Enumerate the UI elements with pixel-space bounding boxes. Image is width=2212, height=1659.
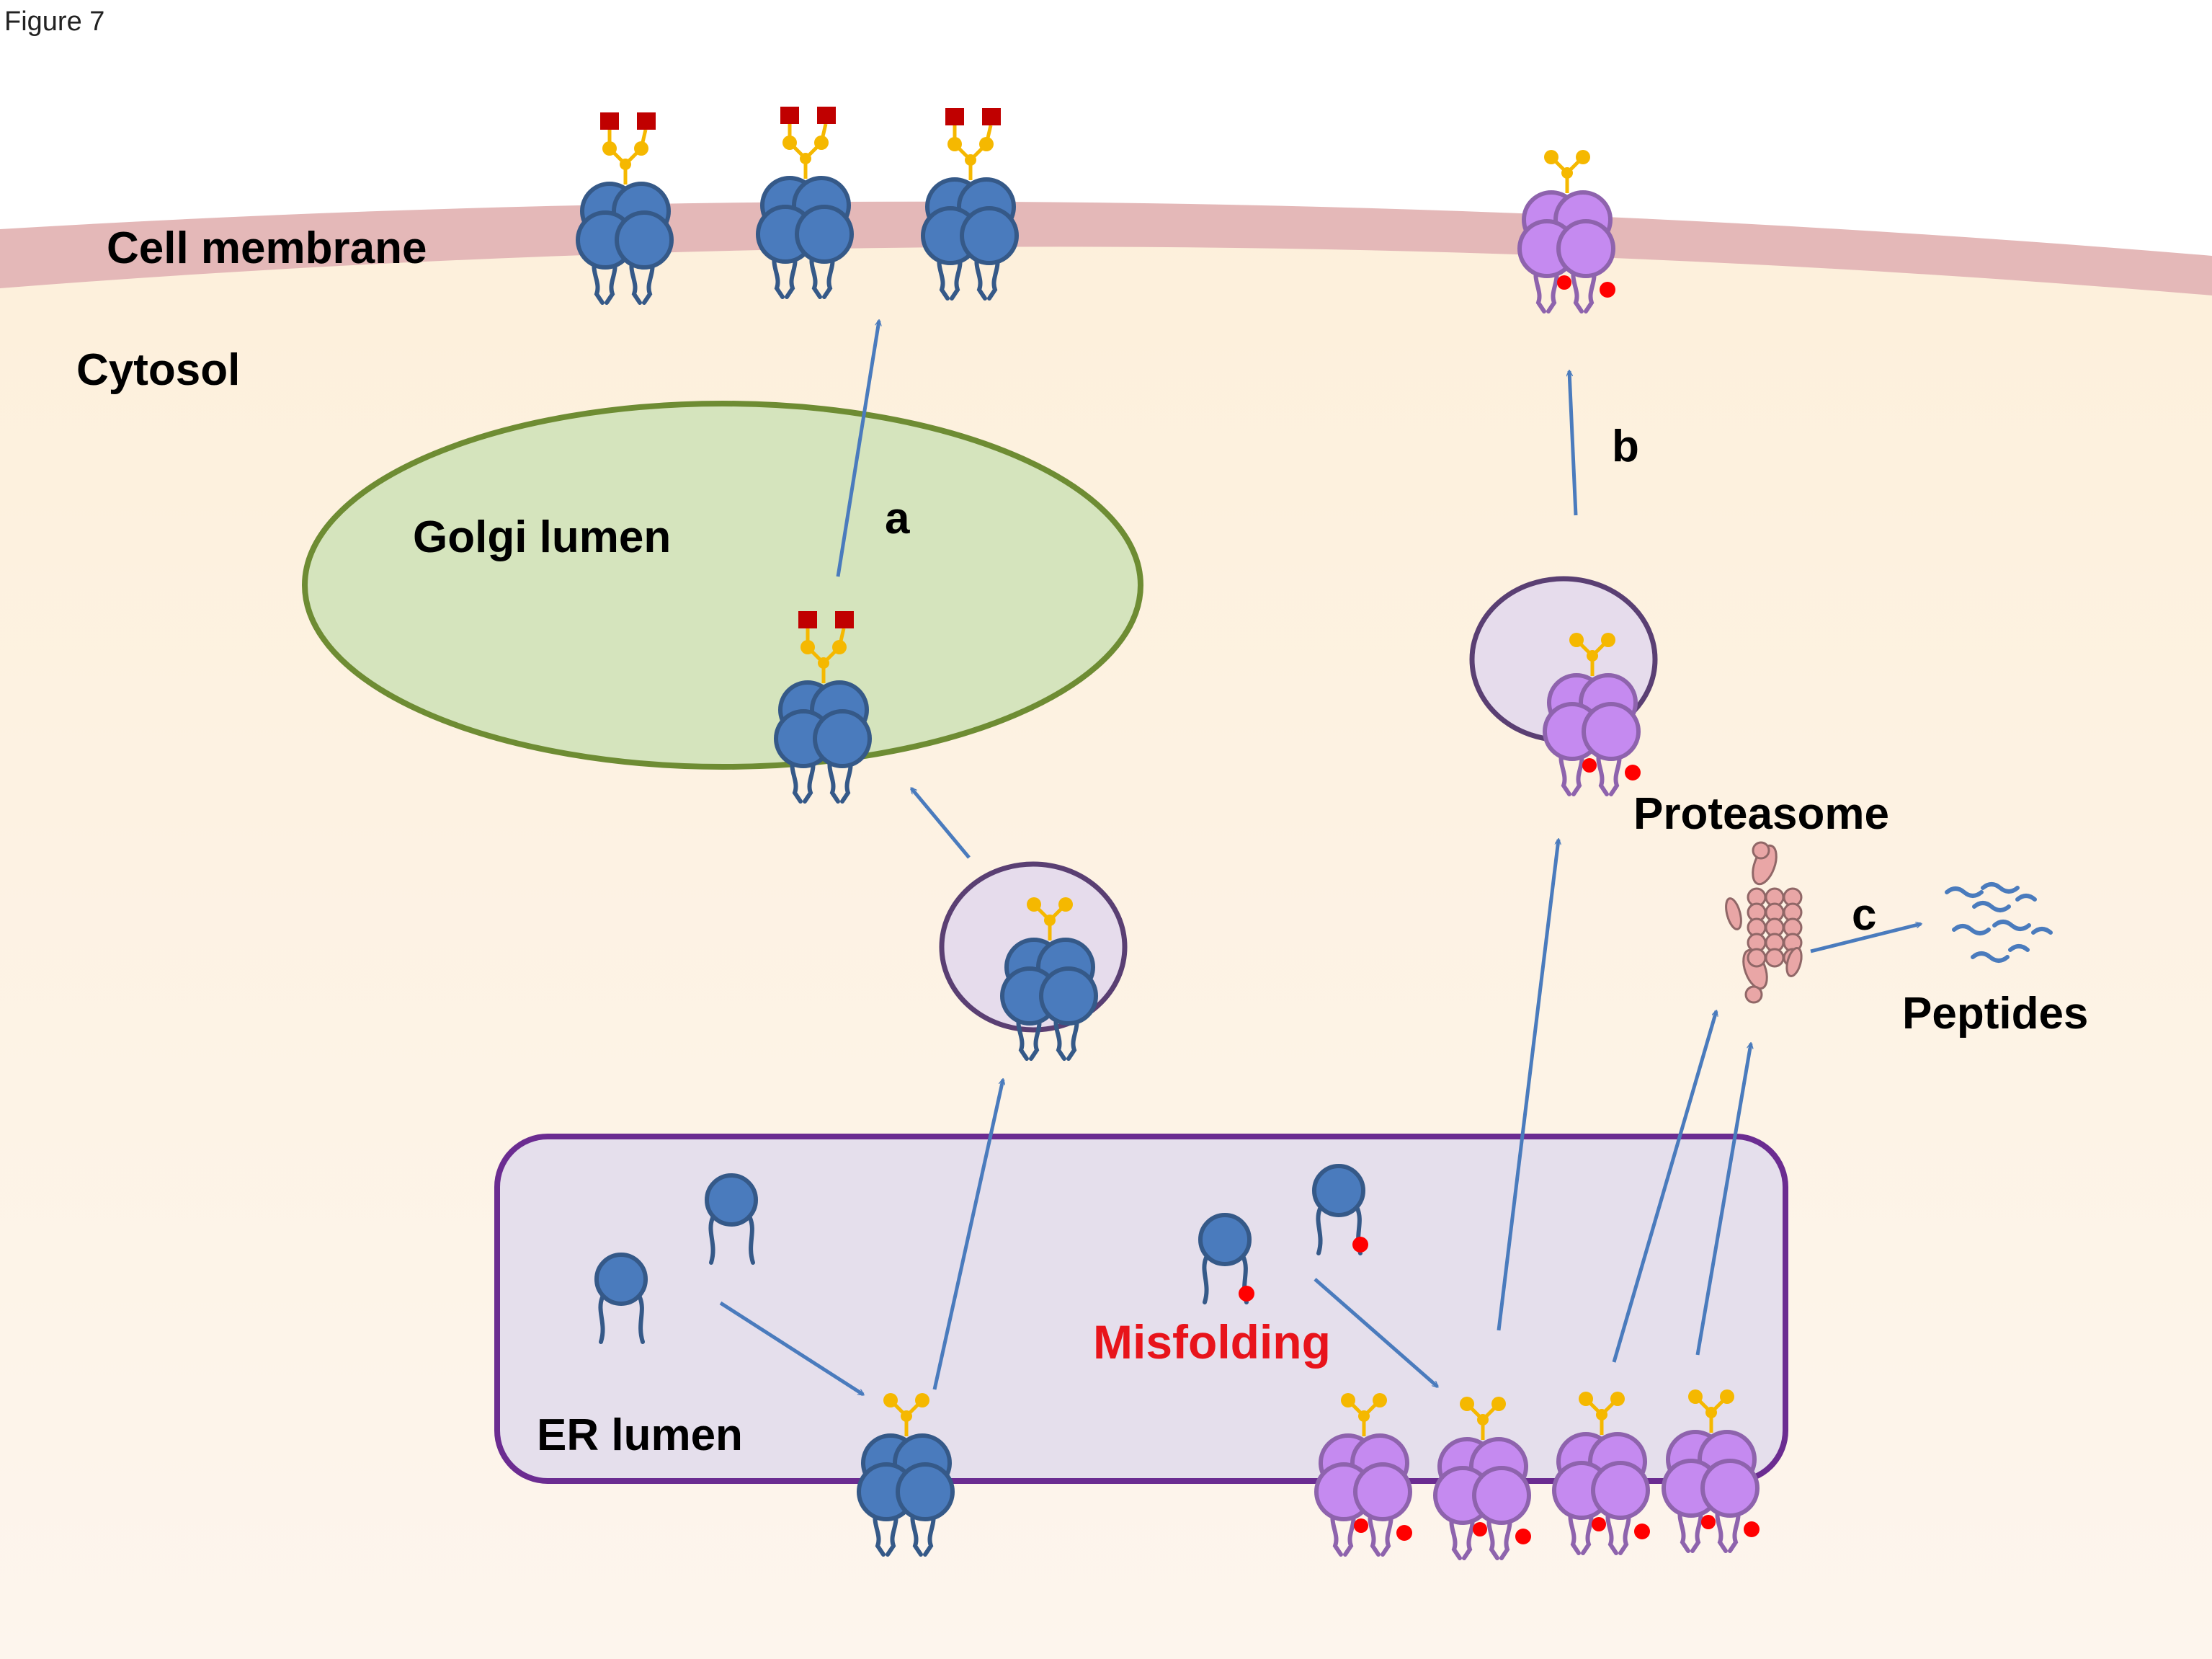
vesicle-protein [1000,897,1098,1061]
er-lumen [494,1134,1788,1484]
arrow-proteasome-to-peptides [1810,924,1921,953]
membrane-protein-2 [756,107,854,299]
cell-membrane [0,201,2212,295]
golgi-lumen [302,401,1143,770]
er-monomer-misfolded-2 [1312,1164,1368,1255]
figure-label: Figure 7 [4,6,104,37]
misfolding-label: Misfolding [1093,1315,1331,1369]
er-lumen-label: ER lumen [537,1410,743,1460]
er-monomer-misfolded-1 [1198,1213,1254,1304]
proteins [576,107,1760,1560]
golgi-lumen-label: Golgi lumen [413,512,671,562]
proteasome-label: Proteasome [1633,789,1889,839]
membrane-protein-3 [921,108,1019,301]
pathway-a-label: a [885,494,910,543]
escape-vesicle-protein [1543,633,1641,796]
er-misfolded-protein-2 [1433,1397,1531,1560]
er-misfolded-protein-1 [1314,1393,1412,1557]
pathway-b-label: b [1612,422,1639,471]
arrow-er-to-escape-vesicle [1497,840,1558,1331]
pathway-c-label: c [1852,890,1876,940]
cytosol-label: Cytosol [76,345,240,395]
arrow-er-to-vesicle [932,1080,1003,1390]
arrow-er-to-proteasome-1 [1612,1011,1716,1363]
proteasome-icon [1725,841,1803,1004]
membrane-misfolded-protein [1517,150,1615,313]
cell-membrane-label: Cell membrane [107,223,427,273]
er-monomer-2 [705,1173,758,1265]
arrow-vesicle-to-golgi [911,788,971,859]
arrow-golgi-to-membrane [836,321,879,577]
arrow-folding [719,1301,863,1397]
peptides-icon [1945,882,2053,963]
peptides-label: Peptides [1902,989,2088,1038]
er-monomer-1 [594,1253,648,1344]
er-misfolded-protein-4 [1662,1389,1760,1553]
golgi-protein [774,611,872,804]
arrow-escape-to-membrane [1569,371,1578,516]
er-folded-protein [857,1393,955,1557]
arrows [719,321,1921,1397]
arrow-misfold [1314,1278,1437,1387]
membrane-protein-1 [576,112,674,305]
arrow-er-to-proteasome-2 [1695,1044,1751,1356]
er-misfolded-protein-3 [1552,1392,1650,1555]
